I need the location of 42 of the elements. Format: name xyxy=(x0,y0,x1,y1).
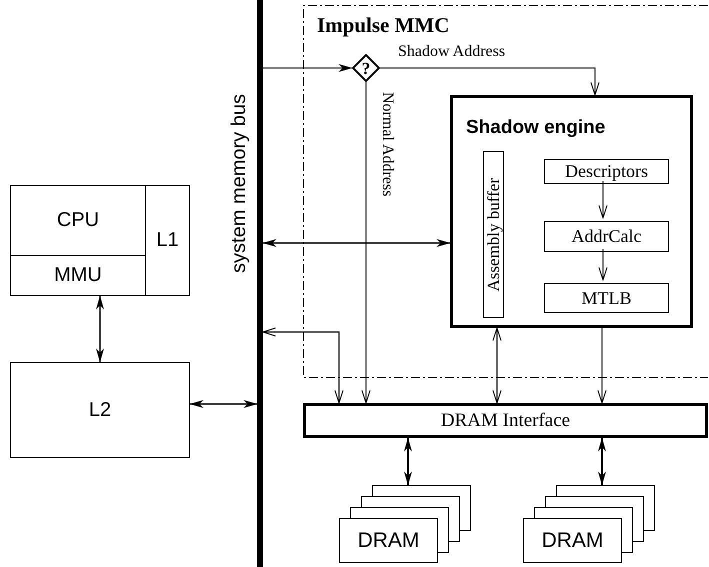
box-label: DRAM xyxy=(356,528,420,554)
controller-region xyxy=(303,5,708,378)
box-label: L2 xyxy=(88,398,112,422)
arrow xyxy=(598,180,608,218)
decision-diamond xyxy=(352,54,380,82)
component-box xyxy=(10,185,146,256)
memory-stack xyxy=(523,485,657,563)
box-title: Shadow engine xyxy=(466,117,606,139)
component-box xyxy=(544,283,669,313)
arrow xyxy=(598,438,606,486)
region-title: Impulse MMC xyxy=(317,13,450,38)
arrow xyxy=(380,68,600,96)
box-label: CPU xyxy=(56,209,100,232)
component-box xyxy=(10,362,190,458)
box-label: DRAM xyxy=(540,528,604,554)
component-box xyxy=(10,255,146,296)
arrow xyxy=(96,296,104,362)
arrow xyxy=(492,328,502,404)
box-label: Assembly buffer xyxy=(484,178,504,292)
arrow xyxy=(598,328,606,404)
interface-bar xyxy=(303,403,708,438)
engine-box xyxy=(450,95,693,328)
arrow xyxy=(262,239,450,247)
buffer-box xyxy=(483,151,504,318)
component-box xyxy=(544,221,669,252)
box-label: AddrCalc xyxy=(572,226,642,247)
arrow xyxy=(598,248,608,280)
arrow xyxy=(262,64,352,72)
arrow xyxy=(262,328,344,404)
arrow xyxy=(190,400,258,408)
box-label: Descriptors xyxy=(565,161,648,182)
box-label: MMU xyxy=(54,264,102,287)
component-box xyxy=(544,159,669,184)
component-box xyxy=(145,185,190,296)
memory-stack xyxy=(339,485,473,563)
bus-label: system memory bus xyxy=(228,94,251,273)
box-label: DRAM Interface xyxy=(440,410,570,432)
arrow xyxy=(404,438,412,486)
box-label: L1 xyxy=(156,229,179,252)
decision-mark: ? xyxy=(362,59,370,79)
box-label: MTLB xyxy=(581,288,632,308)
arrow xyxy=(362,82,370,404)
